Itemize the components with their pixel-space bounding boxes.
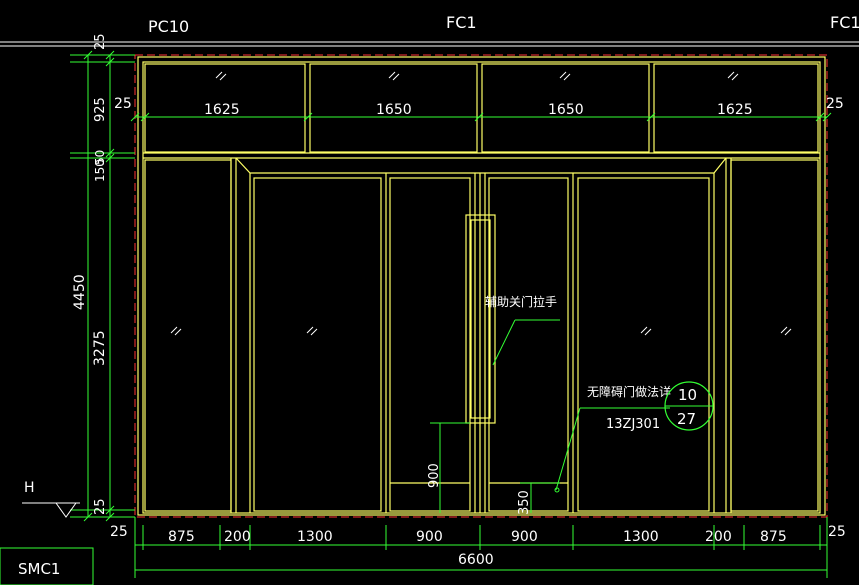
dim-bottom-row-5: 900 [511, 529, 538, 545]
transom-panel-3 [481, 63, 650, 153]
handle-note: 辅助关门拉手 [485, 294, 557, 309]
side-lite-left [144, 159, 232, 512]
dim-bottom-row-1: 875 [168, 529, 195, 545]
dim-sep-a: 50 [93, 150, 107, 165]
dim-sep-b: 150 [93, 159, 107, 182]
left-leaf-glass [253, 177, 382, 512]
detail-ref-top: 10 [678, 386, 697, 404]
sill-height-dim: 350 [517, 490, 532, 515]
dim-bottom-row-0: 25 [110, 524, 128, 540]
dim-top-row-0: 25 [114, 96, 132, 112]
dim-bottom-row-8: 875 [760, 529, 787, 545]
header-right-label: FC1 [830, 13, 859, 32]
dim-top-row-4: 1625 [717, 102, 753, 118]
door-frame [137, 56, 826, 516]
dim-bottom-row-9: 25 [828, 524, 846, 540]
dim-top-row-2: 1650 [376, 102, 412, 118]
dim-bottom-row-4: 900 [416, 529, 443, 545]
dim-bottom-gap: 25 [93, 498, 108, 515]
right-center-glass [488, 177, 569, 512]
handle-height-dim: 900 [427, 463, 442, 488]
dim-bottom-row-7: 200 [705, 529, 732, 545]
dim-lower-panel: 3275 [92, 330, 108, 366]
opening-border [134, 54, 828, 518]
right-leaf-glass [577, 177, 710, 512]
transom-panel-1 [144, 63, 306, 153]
detail-atlas: 13ZJ301 [606, 417, 660, 432]
dim-top-row-3: 1650 [548, 102, 584, 118]
pull-handle [465, 214, 496, 424]
barrier-free-note: 无障碍门做法详 [587, 384, 671, 399]
header-center-label: FC1 [446, 13, 477, 32]
dim-total-height: 4450 [72, 274, 88, 310]
dim-bottom-row-3: 1300 [297, 529, 333, 545]
header-left-label: PC10 [148, 17, 189, 36]
left-center-glass [389, 177, 471, 512]
transom-panel-4 [653, 63, 819, 153]
dim-bottom-row-2: 200 [224, 529, 251, 545]
title-block [0, 547, 94, 585]
level-mark-label: H [24, 480, 35, 496]
dim-total-width: 6600 [458, 552, 494, 568]
detail-ref-bottom: 27 [677, 410, 696, 428]
side-lite-right [730, 159, 819, 512]
title-block-label: SMC1 [18, 560, 60, 578]
transom-panel-2 [309, 63, 478, 153]
dim-upper-panel: 925 [93, 97, 108, 122]
dim-top-gap: 25 [93, 33, 108, 50]
dim-bottom-row-6: 1300 [623, 529, 659, 545]
dim-top-row-1: 1625 [204, 102, 240, 118]
dim-top-row-5: 25 [826, 96, 844, 112]
